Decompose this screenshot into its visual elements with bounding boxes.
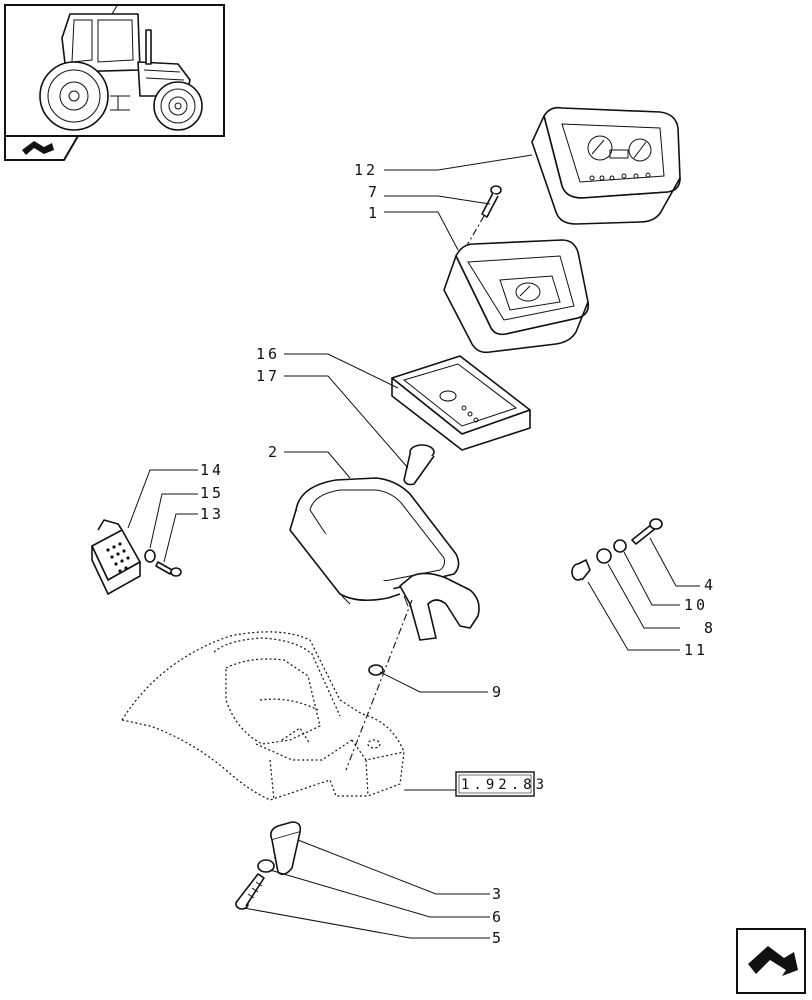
reference-box-label: 1.92.83 bbox=[461, 777, 548, 793]
callout-5: 5 bbox=[492, 929, 504, 947]
callout-13: 13 bbox=[200, 505, 224, 523]
callout-8: 8 bbox=[704, 619, 716, 637]
socket-part bbox=[91, 519, 141, 595]
callout-3: 3 bbox=[492, 885, 504, 903]
screw-part-7 bbox=[481, 185, 502, 218]
callout-2: 2 bbox=[268, 443, 280, 461]
callout-14: 14 bbox=[200, 461, 224, 479]
callout-7: 7 bbox=[368, 183, 380, 201]
washer-part-9 bbox=[368, 664, 384, 676]
column-frame-part bbox=[289, 477, 480, 641]
knob-part bbox=[403, 444, 435, 486]
washer-part-6 bbox=[257, 859, 275, 873]
callout-1: 1 bbox=[368, 204, 380, 222]
spring-part bbox=[270, 821, 302, 876]
callout-4: 4 bbox=[704, 576, 716, 594]
instrument-cluster-part bbox=[531, 106, 681, 225]
washer-part-10 bbox=[613, 539, 627, 553]
washer-part-8 bbox=[596, 548, 612, 564]
callout-10: 10 bbox=[684, 596, 708, 614]
leader-lines bbox=[127, 154, 700, 939]
screw-part-13 bbox=[155, 561, 182, 577]
callout-9: 9 bbox=[492, 683, 504, 701]
back-arrow-icon[interactable] bbox=[4, 135, 80, 161]
assembly-line-2 bbox=[345, 599, 413, 771]
callout-17: 17 bbox=[256, 367, 280, 385]
next-page-arrow-icon[interactable] bbox=[736, 928, 806, 994]
callout-12: 12 bbox=[354, 161, 378, 179]
callout-11: 11 bbox=[684, 641, 708, 659]
washer-part-15 bbox=[144, 549, 156, 563]
cluster-housing-part bbox=[443, 239, 590, 354]
bolt-part-4 bbox=[631, 518, 663, 545]
spacer-part-11 bbox=[571, 559, 591, 581]
reference-box[interactable]: 1.92.83 bbox=[455, 771, 548, 797]
bolt-part-5 bbox=[235, 873, 265, 910]
callout-16: 16 bbox=[256, 345, 280, 363]
callout-15: 15 bbox=[200, 484, 224, 502]
cover-plate-part bbox=[391, 355, 531, 451]
callout-6: 6 bbox=[492, 908, 504, 926]
dashboard-reference-part bbox=[121, 631, 405, 801]
tractor-thumbnail-icon[interactable] bbox=[4, 3, 225, 137]
